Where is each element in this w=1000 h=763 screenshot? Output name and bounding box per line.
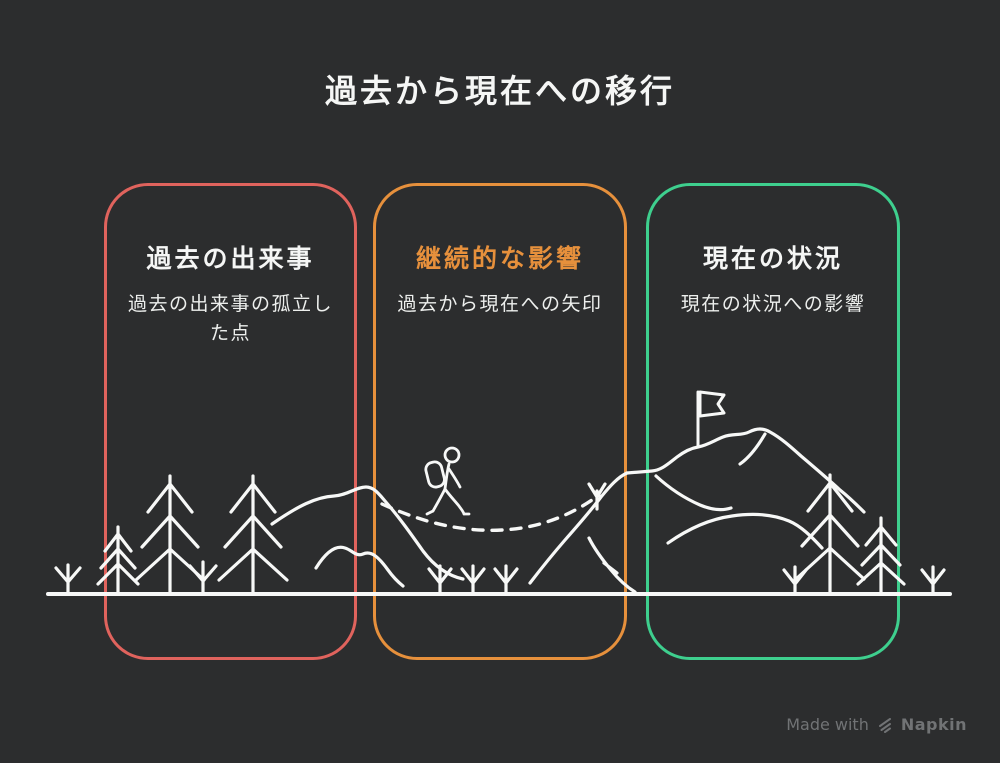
card-current-situation-description: 現在の状況への影響 bbox=[680, 293, 866, 315]
napkin-logo-icon bbox=[878, 718, 891, 733]
card-past-events: 過去の出来事 過去の出来事の孤立した点 bbox=[104, 183, 357, 660]
watermark: Made with Napkin bbox=[786, 713, 967, 735]
card-current-situation-heading: 現在の状況 bbox=[702, 244, 843, 273]
card-past-events-heading: 過去の出来事 bbox=[146, 244, 315, 273]
page-title: 過去から現在への移行 bbox=[324, 72, 675, 110]
sapling-icon bbox=[920, 565, 946, 596]
sapling-icon bbox=[54, 563, 82, 596]
card-ongoing-impact-heading: 継続的な影響 bbox=[415, 244, 584, 273]
card-past-events-description: 過去の出来事の孤立した点 bbox=[127, 293, 333, 344]
card-ongoing-impact-description: 過去から現在への矢印 bbox=[397, 293, 603, 315]
card-current-situation: 現在の状況 現在の状況への影響 bbox=[646, 183, 900, 660]
card-ongoing-impact: 継続的な影響 過去から現在への矢印 bbox=[373, 183, 627, 660]
watermark-text: Made with bbox=[786, 714, 869, 734]
watermark-brand: Napkin bbox=[900, 714, 967, 734]
